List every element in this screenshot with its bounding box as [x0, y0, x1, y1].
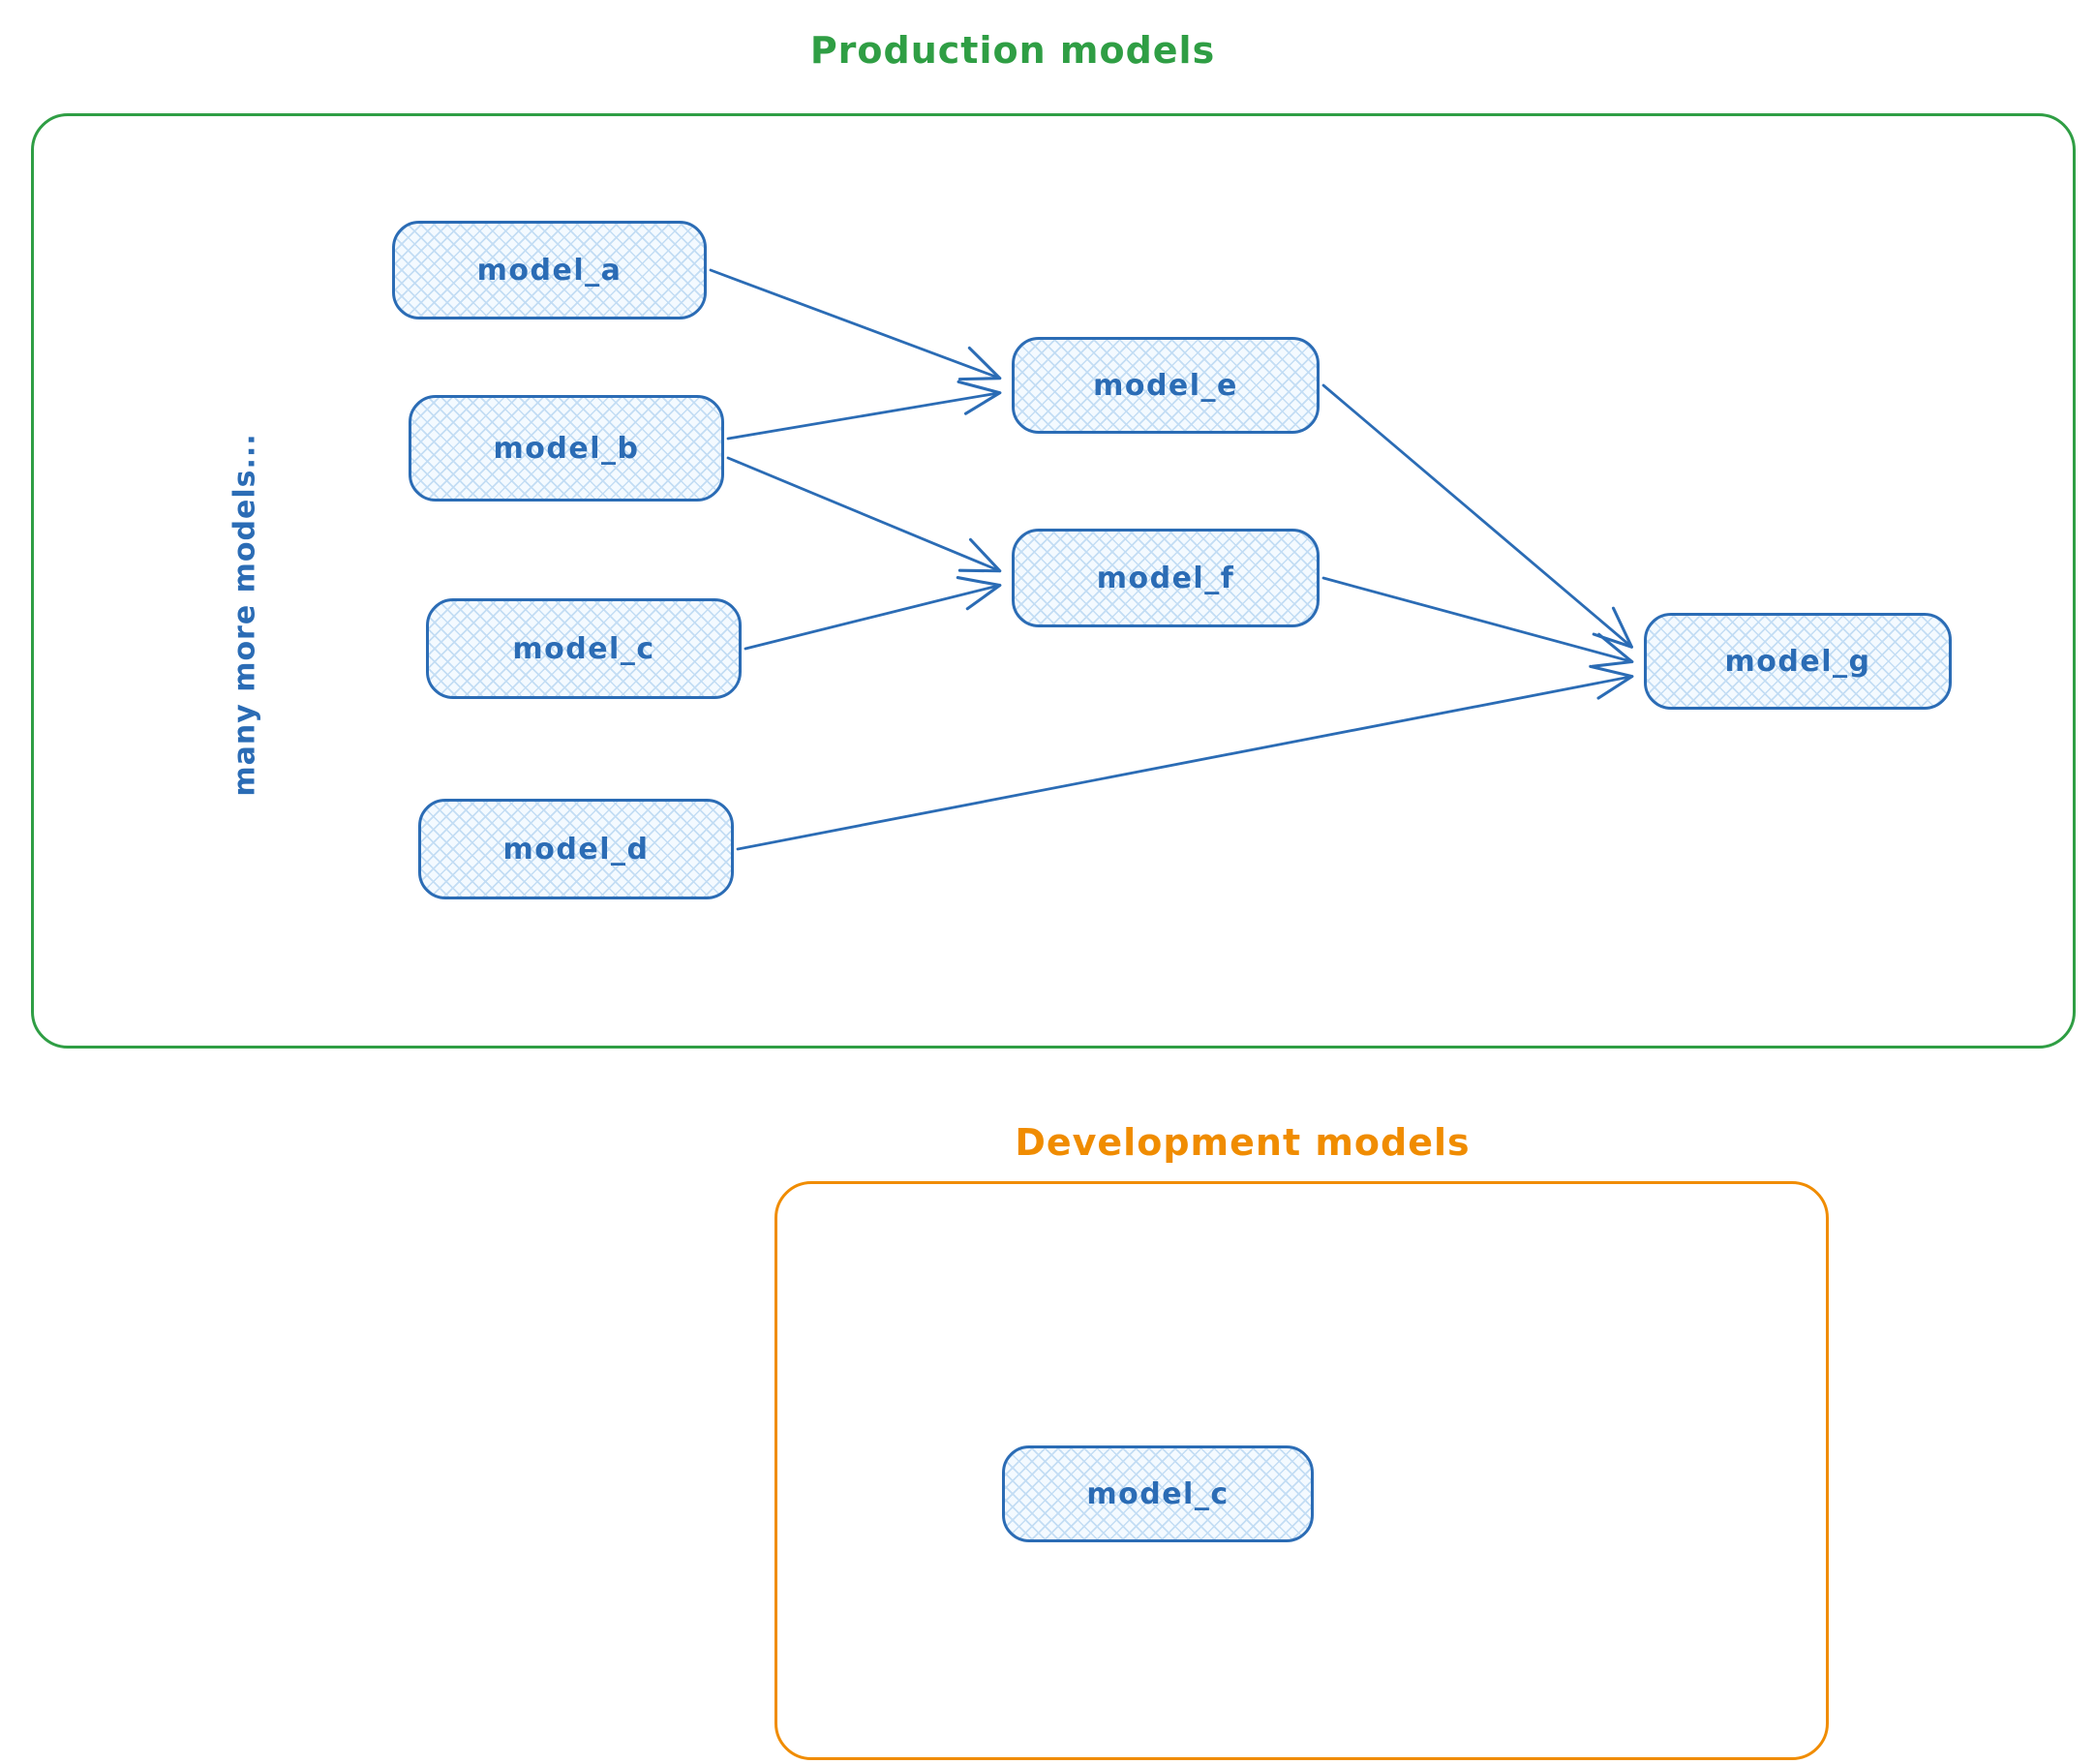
node-label-prod-model-e: model_e [1093, 368, 1238, 403]
node-label-prod-model-a: model_a [476, 253, 622, 288]
node-label-prod-model-f: model_f [1096, 561, 1235, 595]
node-prod-model-c: model_c [426, 598, 742, 699]
node-label-prod-model-b: model_b [493, 431, 640, 466]
node-prod-model-a: model_a [392, 221, 707, 319]
node-label-prod-model-d: model_d [502, 832, 650, 867]
node-label-prod-model-c: model_c [512, 631, 655, 666]
node-prod-model-b: model_b [409, 395, 724, 502]
node-prod-model-e: model_e [1012, 337, 1320, 434]
node-prod-model-g: model_g [1644, 613, 1952, 710]
development-models-title: Development models [1015, 1121, 1471, 1164]
node-label-prod-model-g: model_g [1724, 644, 1871, 679]
node-prod-model-f: model_f [1012, 529, 1320, 627]
node-dev-model-c: model_c [1002, 1445, 1314, 1542]
production-models-title: Production models [809, 29, 1216, 72]
production-models-container [31, 113, 2076, 1049]
many-more-models-note: many more models... [228, 433, 262, 797]
node-prod-model-d: model_d [418, 799, 734, 899]
development-models-container [774, 1181, 1829, 1760]
node-label-dev-model-c: model_c [1086, 1476, 1230, 1511]
